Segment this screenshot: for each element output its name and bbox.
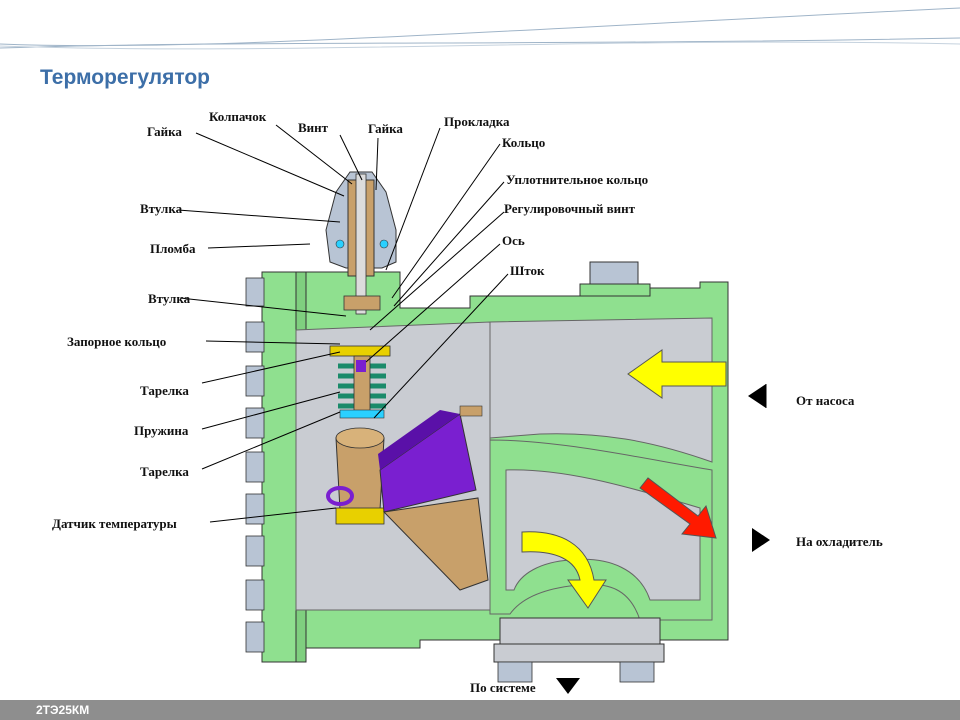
label-regulirovochny-vint: Регулировочный винт: [504, 201, 636, 216]
label-plomba: Пломба: [150, 241, 196, 256]
label-kolpachok: Колпачок: [209, 109, 267, 124]
cooler-arrow: [639, 477, 717, 539]
leader-lines: [177, 124, 509, 523]
valve-assembly: [325, 171, 489, 591]
header-waves: [0, 7, 960, 50]
label-vtulka-mid: Втулка: [148, 291, 191, 306]
label-to-cooler: На охладитель: [796, 534, 883, 549]
to-system-marker: [556, 678, 580, 694]
label-shtok: Шток: [510, 263, 545, 278]
label-vint: Винт: [298, 120, 329, 135]
from-pump-marker: [748, 384, 766, 408]
page-title: Терморегулятор: [40, 66, 211, 89]
housing: [245, 261, 729, 683]
system-arrow: [521, 531, 607, 609]
footer-bar: 2ТЭ25КМ: [0, 700, 960, 720]
to-cooler-marker: [752, 528, 770, 552]
label-pruzhina: Пружина: [134, 423, 189, 438]
label-uplotnitelnoe-koltso: Уплотнительное кольцо: [506, 172, 648, 187]
label-from-pump: От насоса: [796, 393, 855, 408]
label-to-system: По системе: [470, 680, 536, 695]
label-os: Ось: [502, 233, 525, 248]
flow-arrows: [521, 349, 727, 609]
label-gaika-left: Гайка: [147, 124, 182, 139]
label-prokladka: Прокладка: [444, 114, 510, 129]
label-vtulka-top: Втулка: [140, 201, 183, 216]
label-datchik: Датчик температуры: [52, 516, 177, 531]
flange-bolts: [245, 277, 265, 653]
label-gaika-top: Гайка: [368, 121, 403, 136]
label-tarelka-top: Тарелка: [140, 383, 189, 398]
label-koltso: Кольцо: [502, 135, 545, 150]
label-tarelka-bottom: Тарелка: [140, 464, 189, 479]
footer-text: 2ТЭ25КМ: [36, 703, 90, 717]
label-zapornoe-koltso: Запорное кольцо: [67, 334, 166, 349]
inflow-arrow: [627, 349, 727, 399]
